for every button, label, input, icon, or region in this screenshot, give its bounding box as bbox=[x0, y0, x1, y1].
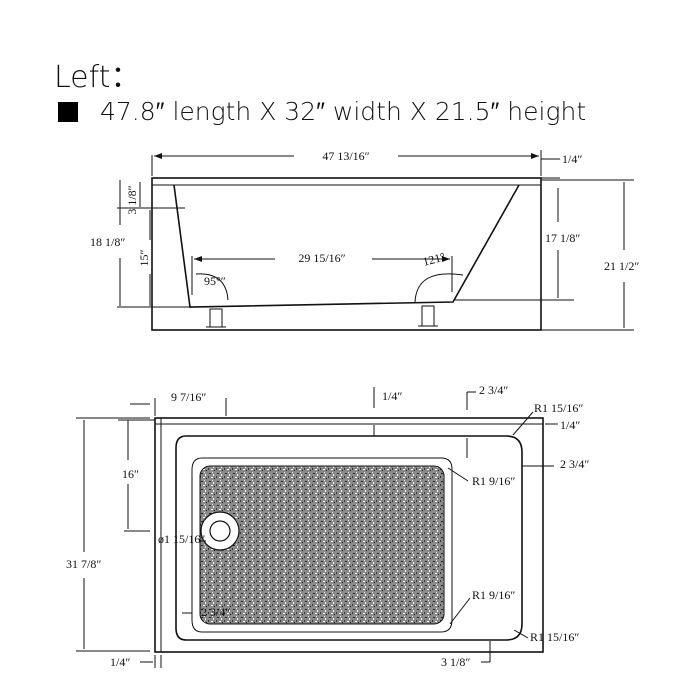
dim-interior-depth: 18 1/8″ bbox=[90, 235, 125, 249]
dim-slope-angle: 121° bbox=[421, 249, 447, 268]
dim-foot-angle: 95°″ bbox=[204, 274, 226, 288]
top-outline bbox=[154, 417, 544, 653]
dim-drain-offset: 16″ bbox=[122, 467, 139, 481]
dim-rim-drop: 3 1/8″ bbox=[125, 185, 139, 214]
dim-right-rim: 1/4″ bbox=[560, 418, 580, 432]
foot-left bbox=[209, 308, 223, 328]
spec-dimensions: 47.8″ length X 32″ width X 21.5″ height bbox=[100, 97, 587, 126]
textured-floor bbox=[199, 465, 445, 625]
dim-inner-radius-top: R1 9/16″ bbox=[472, 474, 515, 488]
top-view: 9 7/16″ 1/4″ 2 3/4″ R1 15/16″ 1/4″ 2 3/4… bbox=[66, 383, 589, 669]
dim-top-inset: 2 3/4″ bbox=[479, 383, 508, 397]
dim-bottom-length: 29 15/16″ bbox=[298, 251, 345, 265]
dim-drain-diameter: ø1 15/16″ bbox=[158, 532, 205, 546]
foot-right bbox=[421, 305, 435, 327]
dim-left-inset: 2 3/4″ bbox=[201, 605, 230, 619]
dim-outer-radius-bottom: R1 15/16″ bbox=[530, 630, 579, 644]
dim-overall-length: 47 13/16″ bbox=[322, 149, 369, 163]
dim-bottom-inset: 3 1/8″ bbox=[441, 655, 470, 669]
dim-left-rim: 1/4″ bbox=[110, 655, 130, 669]
dim-left-offset: 9 7/16″ bbox=[171, 390, 206, 404]
dim-overall-width: 31 7/8″ bbox=[66, 557, 101, 571]
side-view: 47 13/16″ 1/4″ 3 1/8″ 18 1/8″ 15″ 29 15/… bbox=[90, 149, 639, 331]
drain-icon bbox=[209, 520, 231, 542]
bullet-square bbox=[58, 102, 78, 122]
dim-inner-radius-bottom: R1 9/16″ bbox=[472, 588, 515, 602]
page-title: Left： bbox=[54, 60, 141, 95]
tub-rim-inner bbox=[175, 435, 523, 641]
dim-rim-thickness: 1/4″ bbox=[562, 152, 582, 166]
basin-floor bbox=[191, 457, 453, 633]
dim-right-inset: 2 3/4″ bbox=[560, 457, 589, 471]
dim-outer-radius: R1 15/16″ bbox=[534, 401, 583, 415]
dim-slope-height: 17 1/8″ bbox=[545, 231, 580, 245]
side-outline bbox=[151, 177, 542, 331]
dim-top-rim: 1/4″ bbox=[382, 389, 402, 403]
spec-row: 47.8″ length X 32″ width X 21.5″ height bbox=[58, 96, 586, 128]
basin-profile bbox=[173, 184, 520, 308]
dim-lower-depth: 15″ bbox=[137, 250, 151, 267]
dim-overall-height: 21 1/2″ bbox=[604, 259, 639, 273]
